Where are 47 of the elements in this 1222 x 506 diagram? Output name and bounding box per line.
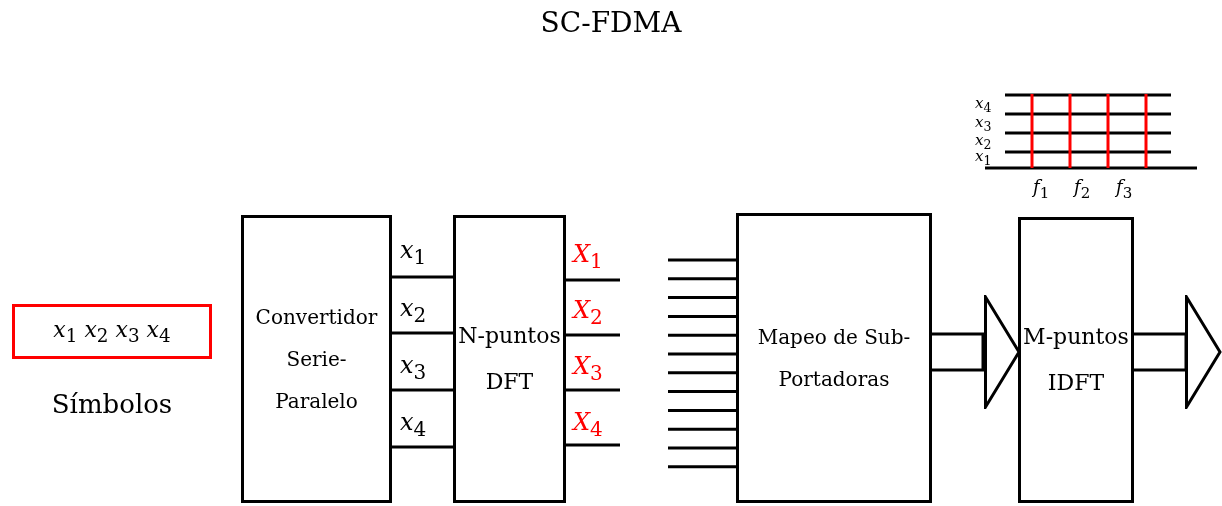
- connector-line: [392, 445, 453, 449]
- node-label: Símbolos: [51, 389, 173, 419]
- connector-line: [668, 427, 736, 431]
- process-block: [736, 213, 932, 503]
- block-label: N-puntos DFT: [457, 321, 562, 396]
- connector-line: [392, 275, 453, 279]
- connector-line: [668, 352, 736, 356]
- connector-line: [566, 278, 620, 282]
- axis-label: f$_{2}$: [1074, 176, 1091, 202]
- connector-line: [668, 371, 736, 375]
- connector-line: [566, 443, 620, 447]
- connector-line: [668, 277, 736, 281]
- connector-line: [668, 314, 736, 318]
- connector-line: [668, 465, 736, 469]
- process-block: [1018, 217, 1134, 503]
- block-arrow: [1132, 295, 1222, 409]
- edge-label: X$_{2}$: [573, 296, 603, 329]
- block-label: Mapeo de Sub-Portadoras: [756, 324, 912, 393]
- process-block: [453, 215, 566, 503]
- connector-line: [392, 388, 453, 392]
- axis-label: x$_{2}$: [975, 131, 992, 152]
- block-label: x$_{1}$ x$_{2}$ x$_{3}$ x$_{4}$: [52, 316, 172, 349]
- diagram-title: SC-FDMA: [540, 6, 682, 39]
- symbol-box: [12, 304, 212, 359]
- connector-line: [566, 333, 620, 337]
- connector-line: [392, 331, 453, 335]
- edge-label: X$_{4}$: [573, 408, 603, 441]
- edge-label: x$_{3}$: [400, 351, 427, 384]
- connector-line: [668, 390, 736, 394]
- connector-line: [668, 446, 736, 450]
- edge-label: X$_{3}$: [573, 352, 603, 385]
- connector-line: [668, 408, 736, 412]
- connector-line: [668, 333, 736, 337]
- edge-label: X$_{1}$: [573, 240, 603, 273]
- axis-label: x$_{3}$: [975, 113, 992, 134]
- axis-label: f$_{1}$: [1033, 176, 1050, 202]
- connector-line: [668, 258, 736, 262]
- edge-label: x$_{2}$: [400, 294, 427, 327]
- connector-line: [566, 388, 620, 392]
- edge-label: x$_{4}$: [400, 408, 427, 441]
- process-block: [241, 215, 392, 503]
- block-label: Convertidor Serie-Paralelo: [254, 304, 379, 415]
- edge-label: x$_{1}$: [400, 236, 427, 269]
- block-label: M-puntos IDFT: [1022, 322, 1130, 397]
- connector-line: [668, 296, 736, 300]
- axis-label: x$_{4}$: [975, 94, 992, 115]
- axis-label: f$_{3}$: [1116, 176, 1133, 202]
